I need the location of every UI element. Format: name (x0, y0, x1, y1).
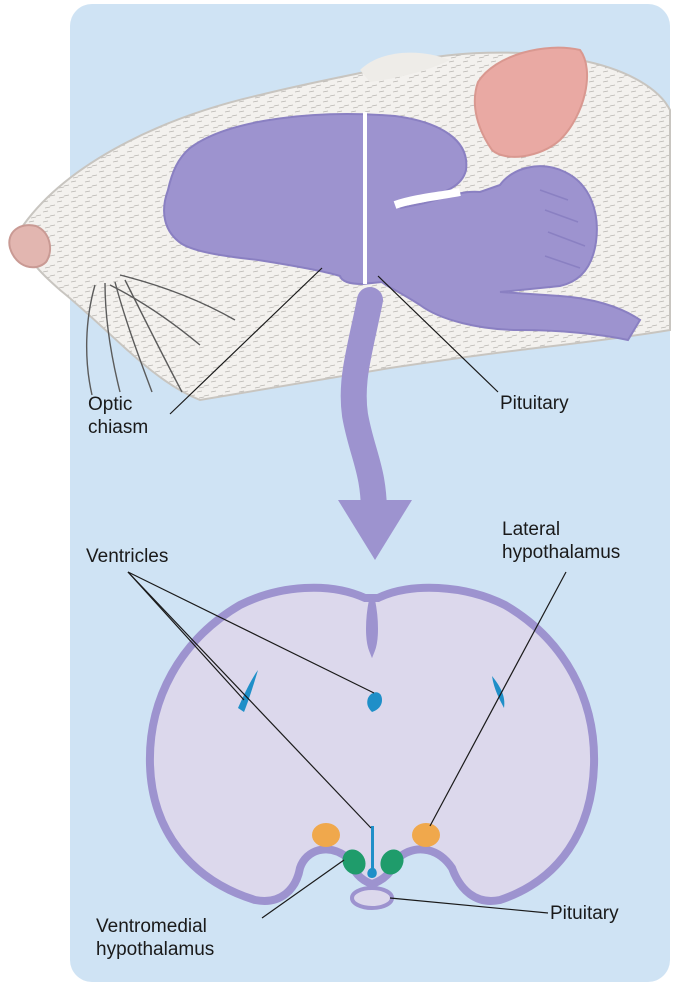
lateral-hypothalamus-right (412, 823, 440, 847)
label-optic-chiasm: Optic chiasm (88, 393, 148, 439)
label-lateral-hypothalamus: Lateral hypothalamus (502, 518, 620, 564)
lateral-hypothalamus-left (312, 823, 340, 847)
label-optic-chiasm-line2: chiasm (88, 416, 148, 439)
label-optic-chiasm-line1: Optic (88, 393, 148, 416)
label-pituitary-top: Pituitary (500, 392, 569, 415)
label-ventromedial-hypothalamus-line1: Ventromedial (96, 915, 214, 938)
label-pituitary-bottom: Pituitary (550, 902, 619, 925)
coronal-section (150, 588, 594, 908)
label-ventromedial-hypothalamus: Ventromedial hypothalamus (96, 915, 214, 961)
midline-fissure (369, 600, 375, 650)
rat-nose (9, 225, 50, 267)
label-lateral-hypothalamus-line2: hypothalamus (502, 541, 620, 564)
label-ventricles: Ventricles (86, 545, 168, 568)
pituitary-section (352, 888, 392, 908)
label-ventromedial-hypothalamus-line2: hypothalamus (96, 938, 214, 961)
label-lateral-hypothalamus-line1: Lateral (502, 518, 620, 541)
